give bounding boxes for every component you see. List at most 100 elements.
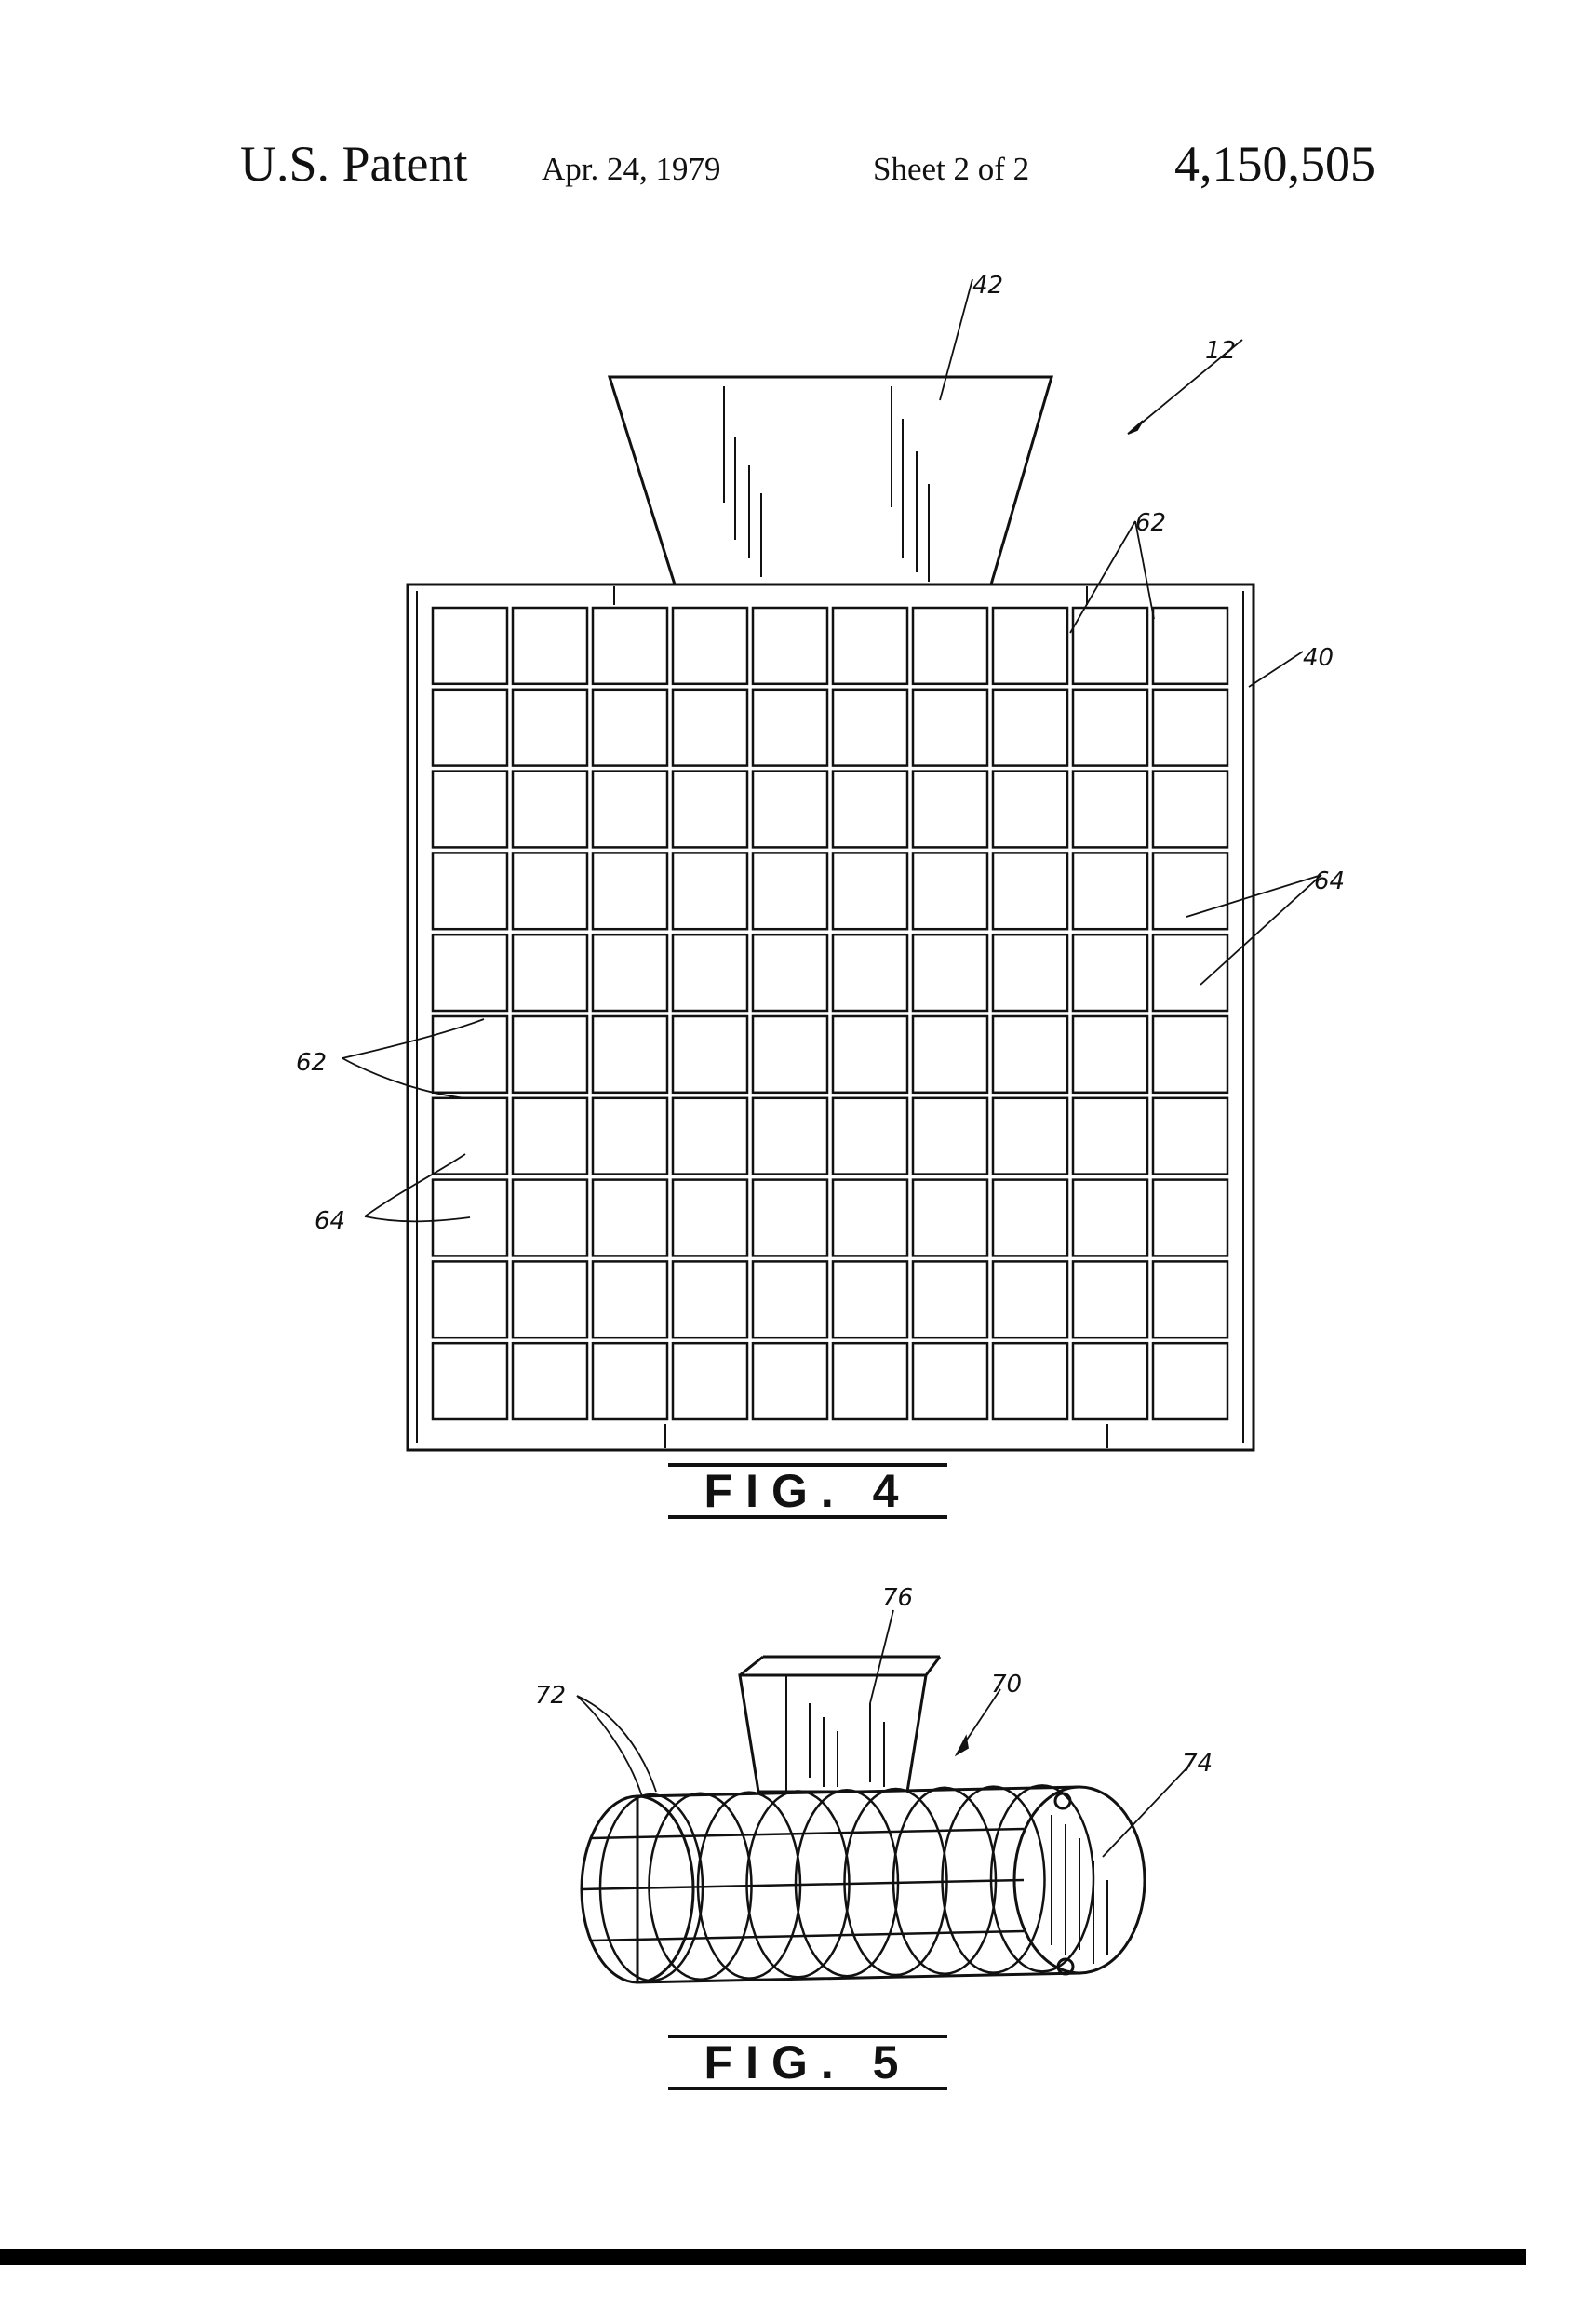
grid-opening (431, 1178, 509, 1257)
grid-opening (591, 1096, 669, 1175)
ref-64-right: 64 (1314, 867, 1345, 895)
grid-opening (911, 852, 989, 931)
grid-opening (431, 770, 509, 849)
fig4-drawing (406, 375, 1255, 1452)
grid-opening (1071, 606, 1149, 686)
grid-opening (1151, 933, 1229, 1013)
grid-opening (831, 1341, 909, 1421)
grid-opening (991, 1096, 1069, 1175)
ref-42: 42 (972, 272, 1003, 300)
patent-label: U.S. Patent (240, 136, 468, 192)
fig4-grid (431, 606, 1229, 1421)
grid-opening (591, 1341, 669, 1421)
grid-opening (751, 933, 829, 1013)
grid-opening (511, 688, 589, 767)
grid-opening (591, 1014, 669, 1095)
fig4-leaders (342, 278, 1322, 1223)
grid-opening (1071, 688, 1149, 767)
grid-opening (911, 1096, 989, 1175)
grid-opening (991, 770, 1069, 849)
grid-opening (1071, 770, 1149, 849)
ref-62-top: 62 (1135, 509, 1166, 537)
grid-opening (751, 770, 829, 849)
grid-opening (1071, 1178, 1149, 1257)
grid-opening (1071, 852, 1149, 931)
grid-opening (671, 770, 749, 849)
grid-opening (751, 1260, 829, 1339)
grid-opening (751, 1341, 829, 1421)
grid-opening (511, 933, 589, 1013)
grid-opening (751, 1014, 829, 1095)
fig4-frame (406, 583, 1255, 1452)
grid-opening (1151, 688, 1229, 767)
grid-opening (831, 688, 909, 767)
sheet-number: Sheet 2 of 2 (873, 151, 1030, 187)
ref-74: 74 (1182, 1750, 1213, 1778)
grid-opening (991, 1178, 1069, 1257)
grid-opening (991, 1014, 1069, 1095)
grid-opening (1071, 1014, 1149, 1095)
grid-opening (1151, 1096, 1229, 1175)
ref-12: 12 (1205, 337, 1236, 365)
grid-opening (1151, 1178, 1229, 1257)
patent-date: Apr. 24, 1979 (542, 151, 721, 187)
grid-opening (911, 1260, 989, 1339)
grid-opening (671, 688, 749, 767)
grid-opening (1071, 1096, 1149, 1175)
patent-number: 4,150,505 (1174, 136, 1375, 192)
grid-opening (511, 1178, 589, 1257)
grid-opening (431, 933, 509, 1013)
grid-opening (511, 1096, 589, 1175)
grid-opening (831, 933, 909, 1013)
ref-76: 76 (882, 1584, 913, 1612)
grid-opening (831, 852, 909, 931)
grid-opening (431, 852, 509, 931)
grid-opening (431, 688, 509, 767)
grid-opening (991, 606, 1069, 686)
page-bottom-rule (0, 2249, 1526, 2265)
grid-opening (671, 1096, 749, 1175)
ref-72: 72 (535, 1682, 566, 1710)
grid-opening (671, 1260, 749, 1339)
grid-opening (431, 1341, 509, 1421)
grid-opening (511, 1260, 589, 1339)
grid-opening (1071, 933, 1149, 1013)
ref-40: 40 (1303, 644, 1334, 672)
grid-opening (1151, 1014, 1229, 1095)
grid-opening (831, 1096, 909, 1175)
grid-opening (591, 606, 669, 686)
grid-opening (431, 1014, 509, 1095)
grid-opening (831, 1014, 909, 1095)
ref-62-left: 62 (296, 1049, 327, 1077)
fig4-hopper-shading (723, 386, 930, 582)
grid-opening (671, 852, 749, 931)
fig5-drawing (580, 1655, 1146, 1984)
grid-opening (991, 688, 1069, 767)
grid-opening (991, 933, 1069, 1013)
grid-opening (591, 1178, 669, 1257)
grid-opening (511, 1341, 589, 1421)
grid-opening (991, 852, 1069, 931)
grid-opening (991, 1341, 1069, 1421)
grid-opening (751, 1178, 829, 1257)
grid-opening (511, 1014, 589, 1095)
grid-opening (751, 606, 829, 686)
fig4-caption: FIG. 4 (668, 1463, 947, 1519)
ref-64-left: 64 (315, 1207, 345, 1235)
grid-opening (911, 770, 989, 849)
fig5-leaders (576, 1609, 1187, 1858)
cylinder-hoop (941, 1785, 1046, 1974)
grid-opening (831, 606, 909, 686)
grid-opening (911, 606, 989, 686)
grid-opening (911, 1178, 989, 1257)
grid-opening (671, 1178, 749, 1257)
fig5-longitudinal-bars (581, 1827, 1025, 1942)
grid-opening (1151, 770, 1229, 849)
grid-opening (831, 770, 909, 849)
grid-opening (511, 606, 589, 686)
grid-opening (671, 606, 749, 686)
grid-opening (431, 1096, 509, 1175)
grid-opening (591, 1260, 669, 1339)
ref-70: 70 (991, 1671, 1022, 1699)
